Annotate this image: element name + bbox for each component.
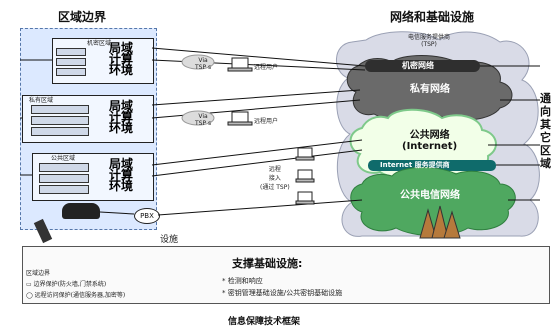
laptop-icon bbox=[298, 192, 312, 201]
laptop-icon bbox=[228, 122, 252, 125]
laptop-icon bbox=[232, 58, 248, 68]
private-network-label: 私有网络 bbox=[410, 80, 450, 95]
other-regions-label: 通 向 其 它 区 域 bbox=[540, 92, 554, 170]
isp-label: Internet 服务提供商 bbox=[380, 160, 450, 170]
telecom-cloud bbox=[351, 167, 516, 235]
laptop-icon bbox=[298, 170, 312, 179]
remote-user-label-1: 远程用户 bbox=[254, 62, 278, 71]
support-item: * 检测和响应 bbox=[222, 276, 263, 286]
remote-user-label-2: 远程用户 bbox=[254, 116, 278, 125]
legend-item: ◯ 远程访问保护(通信服务器,加密等) bbox=[26, 290, 152, 299]
laptop-icon bbox=[296, 201, 314, 204]
legend-title: 区域边界 bbox=[26, 268, 152, 277]
laptop-icon bbox=[228, 68, 252, 71]
legend-item: ▭ 边界保护(防火墙,门禁系统) bbox=[26, 279, 152, 288]
network-infrastructure-title: 网络和基础设施 bbox=[390, 8, 474, 25]
tsp-label: 电信服务提供商 (TSP) bbox=[408, 32, 450, 48]
laptop-icon bbox=[298, 148, 312, 157]
laptop-icon bbox=[296, 157, 314, 160]
support-item: * 密钥管理基础设施/公共密钥基础设施 bbox=[222, 288, 342, 298]
public-network-label: 公共网络 (Internet) bbox=[402, 126, 457, 152]
laptop-icon bbox=[232, 112, 248, 122]
legend-box: 区域边界 ▭ 边界保护(防火墙,门禁系统) ◯ 远程访问保护(通信服务器,加密等… bbox=[26, 268, 152, 298]
secret-network-label: 机密网络 bbox=[402, 60, 434, 71]
remote-access-label: 远程 接入 (通过 TSP) bbox=[260, 164, 290, 191]
laptop-icon bbox=[296, 179, 314, 182]
telecom-network-label: 公共电信网络 bbox=[400, 186, 460, 201]
support-title: 支撑基础设施: bbox=[232, 255, 302, 271]
figure-caption: 信息保障技术框架 bbox=[228, 314, 300, 327]
